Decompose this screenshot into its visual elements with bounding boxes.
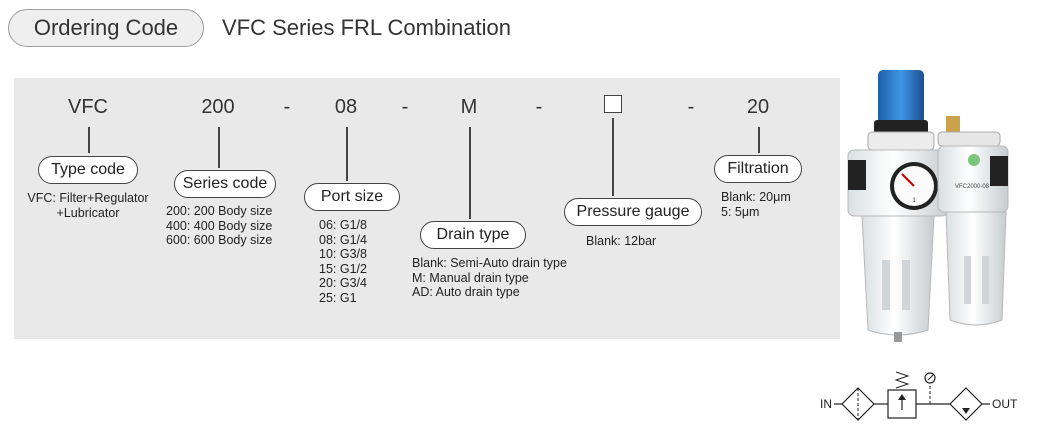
filtration-label: Filtration [714, 155, 802, 183]
description-line: Blank: 12bar [586, 234, 657, 248]
code-filtration: 20 [746, 96, 770, 118]
lock-ring [874, 120, 928, 134]
description-line: 06: G1/8 [319, 218, 367, 232]
pressure-gauge-description: Blank: 12bar [586, 234, 656, 249]
description-line: 600: 600 Body size [166, 233, 273, 247]
description-line: VFC: Filter+Regulator [27, 191, 149, 205]
description-line: 200: 200 Body size [166, 204, 273, 218]
description-line: Blank: Semi-Auto drain type [412, 256, 567, 270]
series-code-description: 200: 200 Body size 400: 400 Body size 60… [166, 204, 272, 248]
description-line: 20: G3/4 [319, 276, 367, 290]
description-line: Blank: 20μm [721, 190, 791, 204]
series-code-label: Series code [174, 170, 276, 198]
description-line: 400: 400 Body size [166, 218, 273, 233]
gauge-symbol [924, 372, 936, 384]
page-title: VFC Series FRL Combination [222, 15, 511, 40]
lubricator-label: VFC2000-08 [955, 184, 990, 190]
connector-line [758, 127, 760, 153]
description-line: 08: G1/4 [319, 232, 367, 247]
type-code-label: Type code [38, 156, 138, 184]
code-type: VFC [68, 96, 108, 118]
description-line: 25: G1 [319, 290, 357, 305]
drain-type-description: Blank: Semi-Auto drain type M: Manual dr… [412, 256, 567, 300]
code-separator: - [401, 96, 409, 118]
code-series: 200 [201, 96, 235, 118]
connector-line [88, 127, 90, 153]
type-code-description: VFC: Filter+Regulator +Lubricator [16, 191, 160, 220]
code-separator: - [687, 96, 695, 118]
port-size-description: 06: G1/8 08: G1/4 10: G3/8 15: G1/2 20: … [319, 218, 367, 305]
filtration-description: Blank: 20μm 5: 5μm [721, 190, 791, 219]
code-pressure-gauge-box [604, 95, 622, 113]
schematic-in-label: IN [820, 397, 832, 411]
code-drain: M [460, 96, 478, 118]
description-line: +Lubricator [56, 205, 120, 220]
description-line: 15: G1/2 [319, 261, 367, 276]
description-line: AD: Auto drain type [412, 285, 520, 299]
code-separator: - [535, 96, 543, 118]
ordering-code-badge: Ordering Code [8, 9, 204, 47]
code-port: 08 [334, 96, 358, 118]
lubricator-symbol [949, 387, 983, 421]
connector-line [469, 127, 471, 219]
description-line: 10: G3/8 [319, 247, 367, 261]
schematic-out-label: OUT [992, 397, 1018, 411]
description-line: 5: 5μm [721, 204, 760, 219]
filter-bowl [861, 215, 935, 336]
drain-type-label: Drain type [420, 221, 526, 249]
gauge-marking: 1 [912, 198, 916, 204]
regulator-knob [878, 70, 924, 124]
pressure-gauge-label: Pressure gauge [564, 198, 702, 226]
frl-unit-image: 1 VFC2000-08 [847, 70, 1009, 342]
frl-schematic-symbol: IN OUT [820, 371, 1018, 421]
port-size-label: Port size [304, 183, 400, 211]
ordering-code-panel [14, 78, 840, 339]
connector-line [612, 118, 614, 196]
code-separator: - [283, 96, 291, 118]
lubricator-bowl [945, 211, 1007, 326]
description-line: M: Manual drain type [412, 270, 529, 285]
connector-line [346, 127, 348, 181]
connector-line [218, 127, 220, 168]
